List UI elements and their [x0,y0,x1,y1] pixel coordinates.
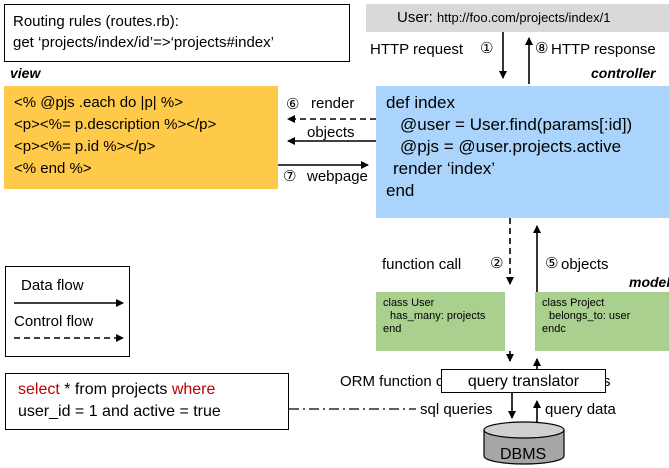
controller-box: def index @user = User.find(params[:id])… [376,86,669,218]
step-7-marker: ⑦ [283,168,297,185]
sql-line-1: select * from projects where [6,374,288,401]
objects-label: objects [307,124,355,141]
controller-code-line: def index [386,93,455,112]
controller-label: controller [591,65,656,81]
sql-select-keyword: select [18,381,60,398]
sql-from-text: * from projects [59,381,172,398]
step-2-marker: ② [490,255,504,272]
model-code-line: has_many: projects [390,310,486,322]
view-box: <% @pjs .each do |p| %> <p><%= p.descrip… [4,86,278,189]
user-request-bar: User: http://foo.com/projects/index/1 [366,4,669,32]
model-label: model [629,274,669,290]
routing-rules-box: Routing rules (routes.rb): get ‘projects… [4,4,350,62]
user-text: User: [397,9,438,26]
view-label: view [10,65,41,81]
legend-box: Data flow Control flow [5,266,130,357]
controller-code-line: @pjs = @user.projects.active [400,137,622,156]
controller-code-line: @user = User.find(params[:id]) [400,115,633,134]
sql-where-keyword: where [171,381,216,398]
render-label: render [311,95,355,112]
model-code-line: endc [542,323,566,335]
routing-rules-title: Routing rules (routes.rb): [13,13,179,30]
model-code-line: end [383,323,402,335]
orm-function-call-label: ORM function call [340,373,459,390]
objects-5-label: objects [561,256,609,273]
step-6-marker: ⑥ [286,96,300,113]
step-8-marker: ⑧ [535,40,549,57]
model-code-line: class User [383,297,435,309]
project-model-box: class Project belongs_to: user endc [535,292,669,351]
user-url: http://foo.com/projects/index/1 [437,10,611,25]
routing-rule: get ‘projects/index/id’=>‘projects#index… [13,34,274,51]
dbms-label: DBMS [500,446,547,463]
controller-code-line: end [386,181,415,200]
user-model-box: class User has_many: projects end [376,292,505,351]
function-call-label: function call [382,256,462,273]
webpage-label: webpage [307,168,368,185]
sql-line-2: user_id = 1 and active = true [18,403,221,420]
step-5-marker: ⑤ [545,255,559,272]
http-request-label: HTTP request [370,41,464,58]
model-code-line: class Project [542,297,605,309]
view-code-line: <p><%= p.id %></p> [14,138,156,155]
sql-queries-label: sql queries [420,401,493,418]
view-code-line: <% @pjs .each do |p| %> [14,94,183,111]
http-response-label: HTTP response [551,41,656,58]
query-translator-box: query translator [441,369,606,393]
view-code-line: <% end %> [14,160,92,177]
legend-data-flow-label: Data flow [21,277,84,294]
view-code-line: <p><%= p.description %></p> [14,116,217,133]
query-data-label: query data [545,401,616,418]
step-1-marker: ① [480,40,494,57]
legend-control-flow-label: Control flow [14,313,94,330]
controller-code-line: render ‘index’ [393,159,496,178]
sql-query-box: select * from projects where user_id = 1… [5,373,289,430]
user-label: User: http://foo.com/projects/index/1 [397,9,610,26]
model-code-line: belongs_to: user [549,310,631,322]
